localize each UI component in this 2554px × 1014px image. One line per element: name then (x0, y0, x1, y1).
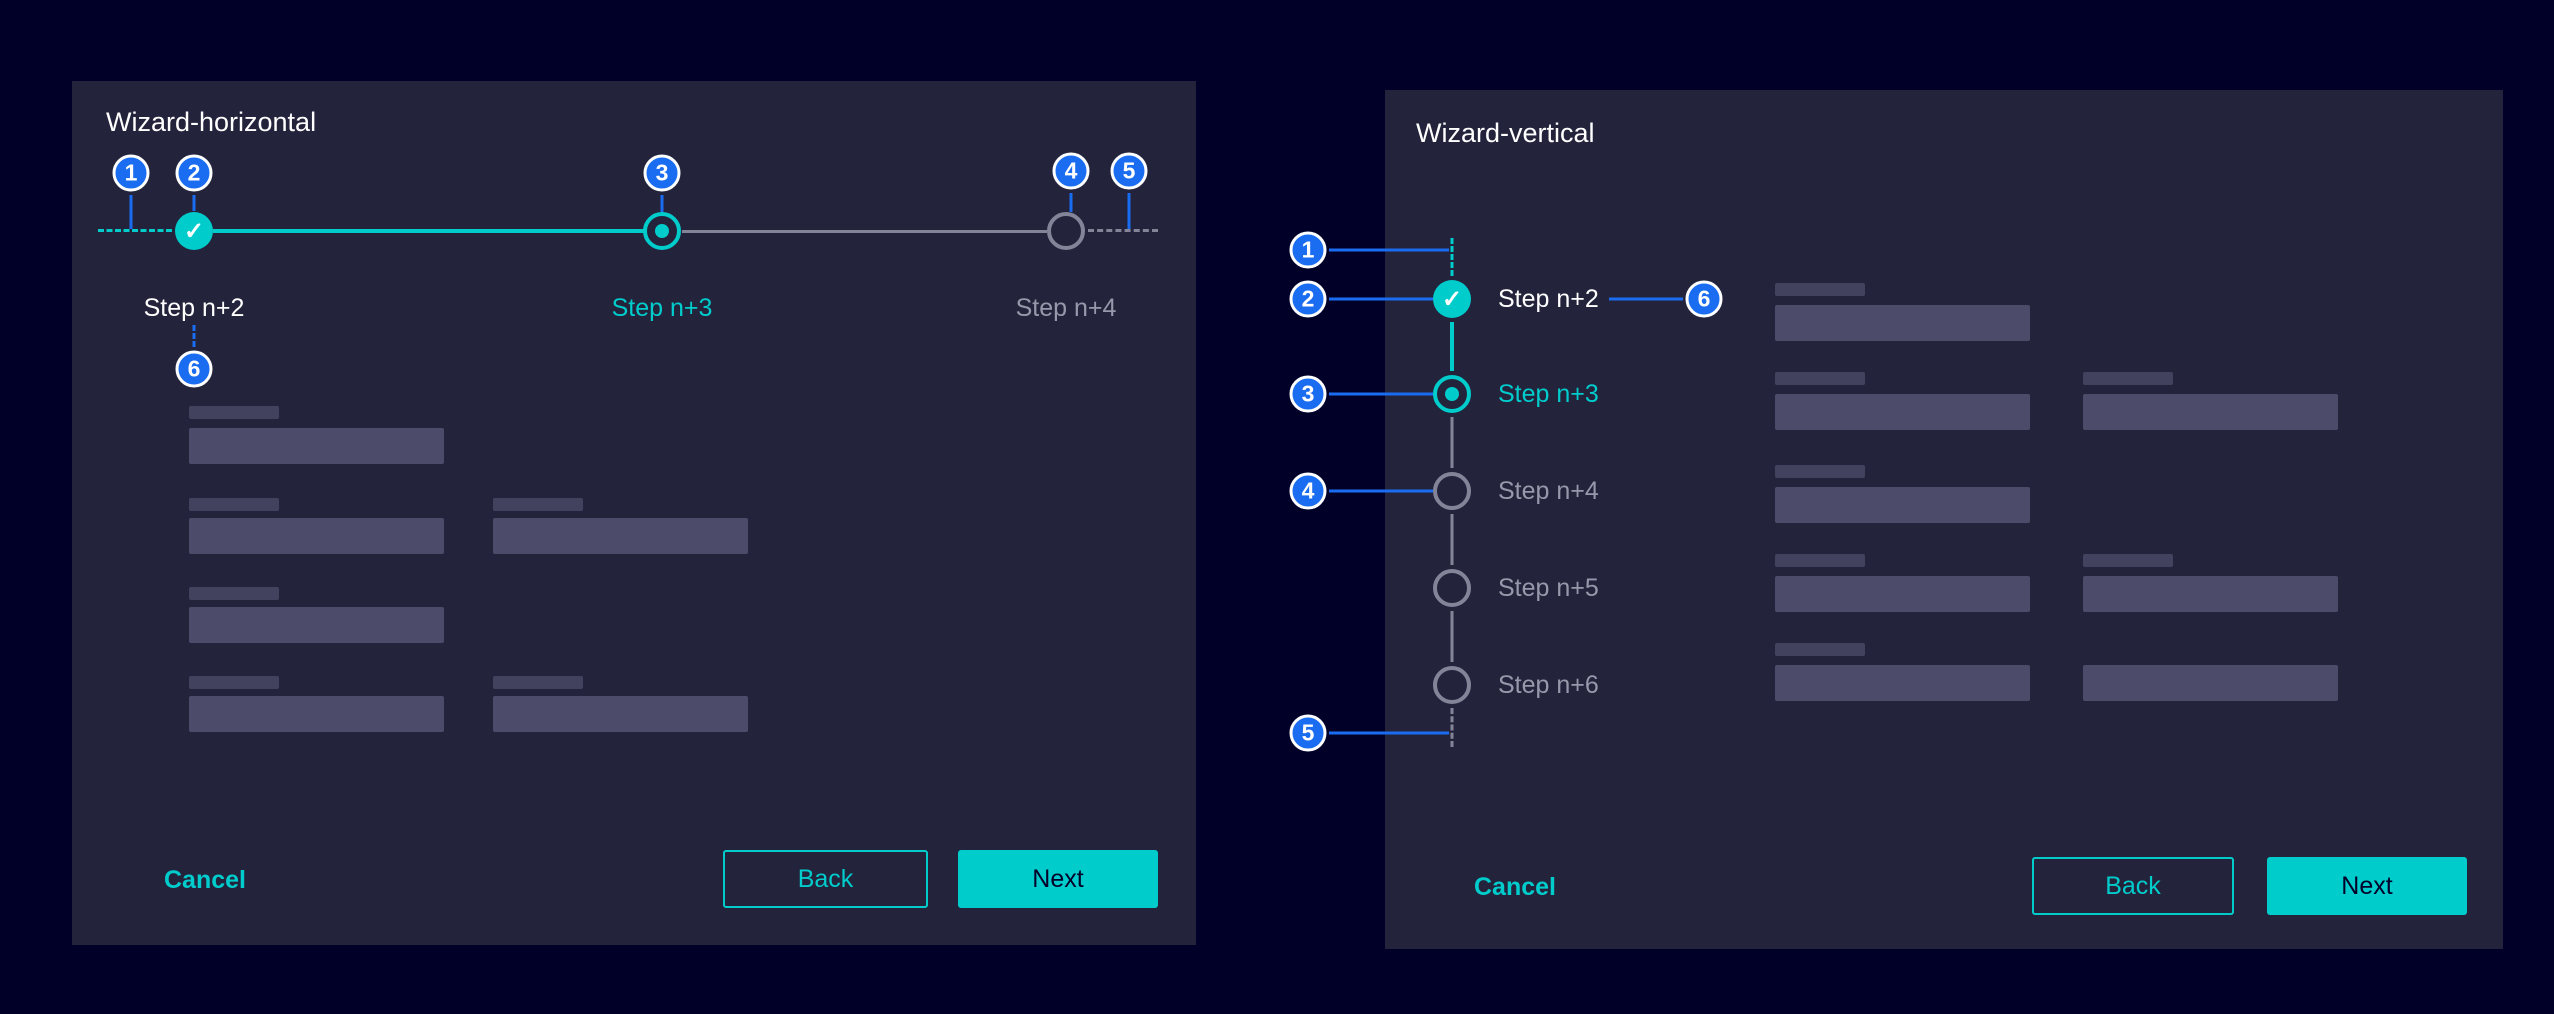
step-label-open[interactable]: Step n+6 (1498, 671, 1599, 699)
next-button[interactable]: Next (2267, 857, 2467, 915)
skeleton-input (1775, 576, 2030, 612)
annotation-connector (1329, 489, 1433, 493)
skeleton-field-label (1775, 554, 1865, 567)
annotation-connector (1329, 731, 1449, 735)
stepper-line-open (1450, 514, 1454, 565)
annotation-badge-2: 2 (175, 154, 213, 192)
skeleton-field-label (1775, 465, 1865, 478)
annotation-badge-2: 2 (1289, 280, 1327, 318)
step-open-indicator[interactable] (1433, 569, 1471, 607)
step-open-indicator[interactable] (1047, 212, 1085, 250)
step-current-indicator[interactable] (643, 212, 681, 250)
skeleton-field-label (1775, 283, 1865, 296)
skeleton-field-label (2083, 554, 2173, 567)
skeleton-field-label (493, 498, 583, 511)
step-label-open[interactable]: Step n+5 (1498, 574, 1599, 602)
annotation-badge-5: 5 (1289, 714, 1327, 752)
annotation-badge-6: 6 (1685, 280, 1723, 318)
back-button[interactable]: Back (723, 850, 928, 908)
skeleton-input (2083, 394, 2338, 430)
annotation-connector (192, 325, 196, 347)
step-open-indicator[interactable] (1433, 472, 1471, 510)
annotation-connector (1329, 297, 1433, 301)
skeleton-field-label (189, 498, 279, 511)
stepper-line-done (1450, 322, 1454, 371)
skeleton-field-label (189, 676, 279, 689)
skeleton-input (2083, 665, 2338, 701)
skeleton-input (1775, 305, 2030, 341)
stepper-line-open (1450, 417, 1454, 468)
annotation-connector (1127, 193, 1131, 229)
step-current-indicator[interactable] (1433, 375, 1471, 413)
skeleton-input (1775, 665, 2030, 701)
skeleton-input (1775, 487, 2030, 523)
next-button[interactable]: Next (958, 850, 1158, 908)
step-done-indicator[interactable]: ✓ (1433, 280, 1471, 318)
skeleton-input (493, 518, 748, 554)
annotation-connector (129, 195, 133, 229)
annotation-badge-5: 5 (1110, 152, 1148, 190)
stepper-dashed-start (1450, 238, 1454, 276)
step-label-current[interactable]: Step n+3 (1498, 380, 1599, 408)
skeleton-input (493, 696, 748, 732)
annotation-badge-4: 4 (1052, 152, 1090, 190)
skeleton-field-label (2083, 372, 2173, 385)
annotation-badge-1: 1 (112, 154, 150, 192)
panel-title: Wizard-horizontal (106, 107, 317, 137)
step-label-done[interactable]: Step n+2 (1498, 285, 1599, 313)
stepper-line-done (213, 229, 644, 233)
annotation-connector (192, 195, 196, 211)
stepper-line-open (682, 230, 1047, 233)
check-icon: ✓ (1441, 285, 1463, 313)
annotation-connector (1069, 193, 1073, 212)
current-dot-icon (655, 224, 669, 238)
skeleton-input (2083, 576, 2338, 612)
check-icon: ✓ (183, 217, 205, 245)
cancel-link[interactable]: Cancel (164, 866, 246, 894)
skeleton-input (189, 428, 444, 464)
stepper-line-open (1450, 611, 1454, 662)
skeleton-input (1775, 394, 2030, 430)
annotation-badge-6: 6 (175, 350, 213, 388)
stepper-dashed-start (98, 229, 172, 232)
step-label-open[interactable]: Step n+4 (1015, 294, 1117, 322)
stepper-dashed-end (1450, 708, 1454, 747)
skeleton-input (189, 696, 444, 732)
annotation-badge-3: 3 (1289, 375, 1327, 413)
wizard-vertical-panel: Wizard-vertical ✓ Step n+2 Step n+3 Step… (1289, 90, 2503, 949)
step-open-indicator[interactable] (1433, 666, 1471, 704)
skeleton-input (189, 518, 444, 554)
annotation-badge-3: 3 (643, 154, 681, 192)
panel-title: Wizard-vertical (1416, 118, 1595, 148)
skeleton-field-label (189, 587, 279, 600)
annotation-connector (660, 195, 664, 212)
annotation-connector (1609, 297, 1683, 301)
back-button[interactable]: Back (2032, 857, 2234, 915)
step-label-open[interactable]: Step n+4 (1498, 477, 1599, 505)
annotation-badge-1: 1 (1289, 231, 1327, 269)
skeleton-field-label (493, 676, 583, 689)
skeleton-field-label (189, 406, 279, 419)
annotation-connector (1329, 392, 1433, 396)
cancel-link[interactable]: Cancel (1474, 873, 1556, 901)
wizard-horizontal-panel: Wizard-horizontal ✓ Step n+2 Step n+3 St… (72, 81, 1196, 945)
current-dot-icon (1445, 387, 1459, 401)
skeleton-field-label (1775, 372, 1865, 385)
step-done-indicator[interactable]: ✓ (175, 212, 213, 250)
stepper-dashed-end (1088, 229, 1158, 232)
step-label-current[interactable]: Step n+3 (611, 294, 713, 322)
skeleton-field-label (1775, 643, 1865, 656)
annotation-connector (1329, 248, 1449, 252)
skeleton-input (189, 607, 444, 643)
annotation-badge-4: 4 (1289, 472, 1327, 510)
step-label-done[interactable]: Step n+2 (143, 294, 245, 322)
